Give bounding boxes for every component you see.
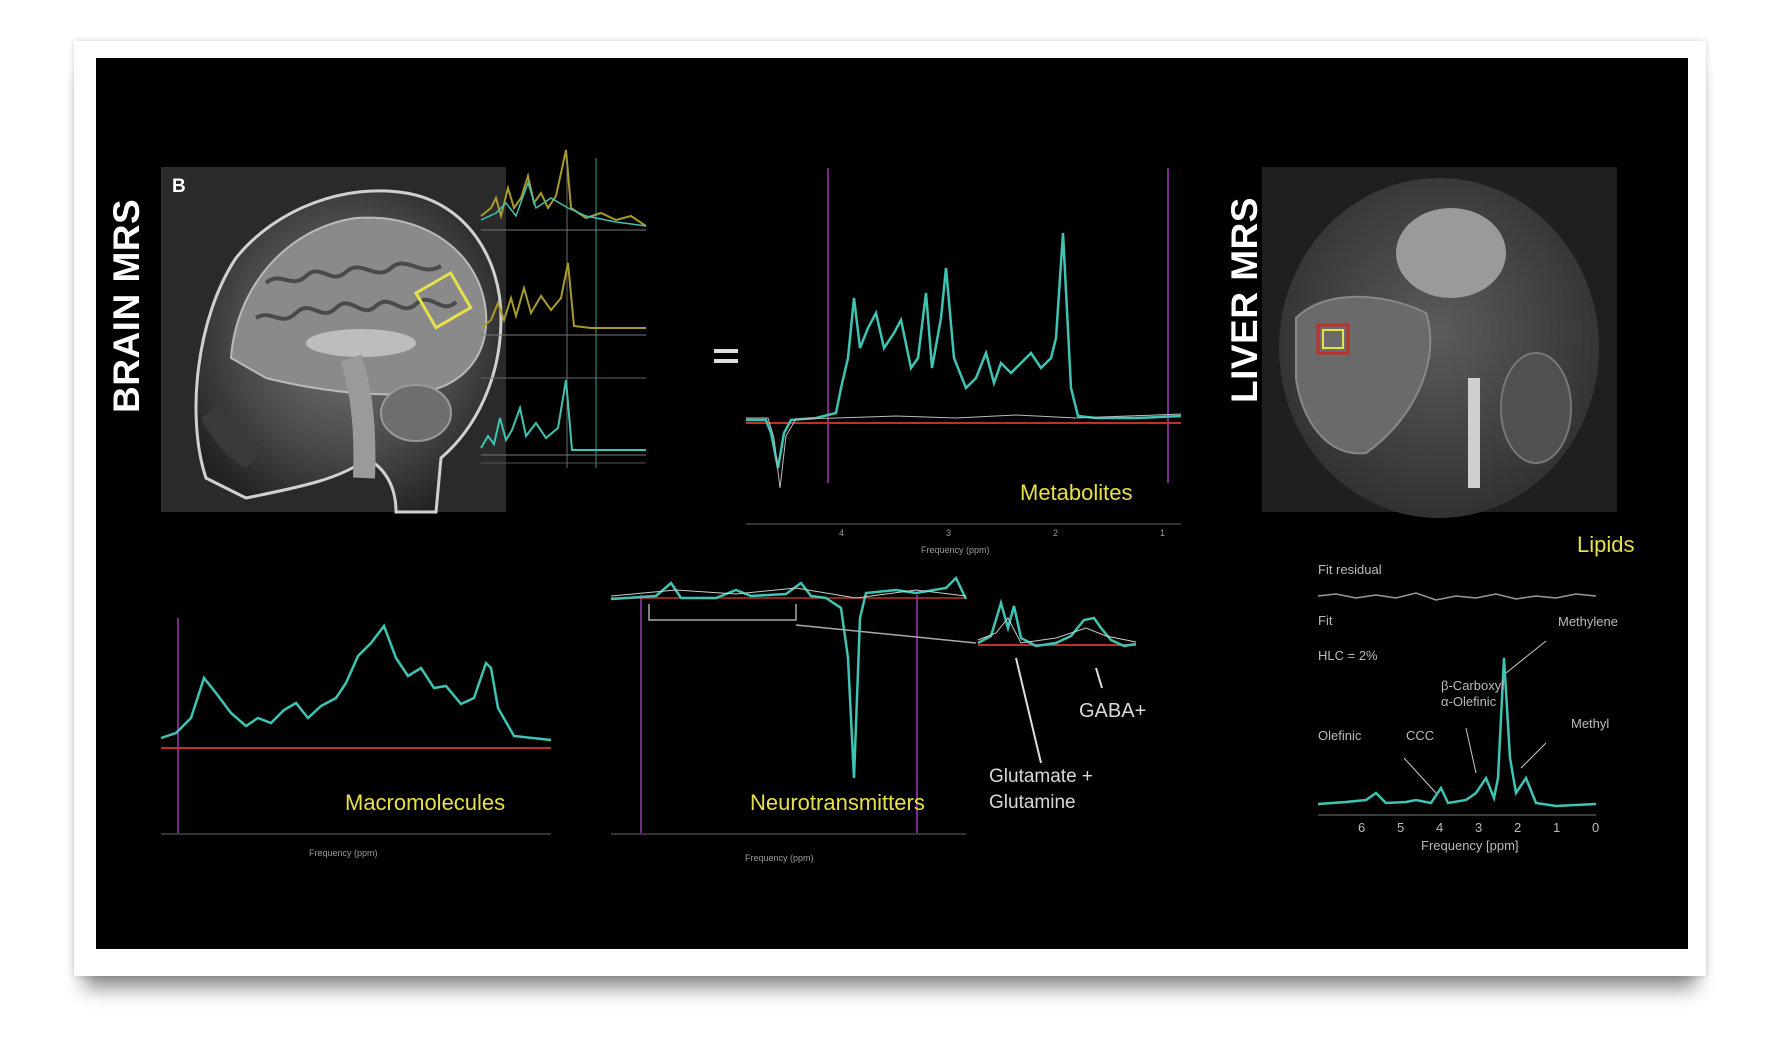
ccc-label: CCC [1406, 728, 1435, 743]
macromolecules-spectrum [160, 618, 552, 835]
beta-carboxyl-label: β-Carboxyl α-Olefinic [1441, 678, 1505, 709]
metabolites-spectrum [746, 168, 1182, 525]
gaba-inset [977, 598, 1137, 764]
methyl-label: Methyl [1571, 716, 1610, 731]
panel-letter: B [172, 176, 186, 197]
liver-tick: 1 [1553, 820, 1561, 835]
fit-residual-label: Fit residual [1318, 562, 1382, 577]
liver-mri-image [1262, 167, 1617, 518]
gaba-label: GABA+ [1079, 700, 1147, 722]
metabolites-xlabel: Frequency (ppm) [921, 545, 990, 555]
macromolecules-label: Macromolecules [345, 790, 506, 815]
liver-spectra [1317, 592, 1597, 816]
lipids-label: Lipids [1577, 532, 1635, 557]
neurotransmitters-xlabel: Frequency (ppm) [745, 853, 814, 863]
macromolecules-xlabel: Frequency (ppm) [309, 848, 378, 858]
brain-mrs-title: BRAIN MRS [106, 198, 147, 413]
liver-tick: 3 [1475, 820, 1483, 835]
olefinic-label: Olefinic [1318, 728, 1362, 743]
liver-mrs-title: LIVER MRS [1224, 197, 1265, 403]
neurotransmitters-label: Neurotransmitters [750, 790, 925, 815]
metabolites-tick: 1 [1160, 528, 1166, 538]
subspectra-stack [480, 149, 647, 468]
liver-tick: 4 [1436, 820, 1444, 835]
neurotransmitters-spectrum [610, 575, 977, 835]
equals-sign [714, 349, 738, 363]
brain-mri-image [161, 167, 506, 514]
liver-tick: 2 [1514, 820, 1522, 835]
metabolites-tick: 2 [1053, 528, 1059, 538]
figure-graphics [160, 149, 1617, 835]
fit-label: Fit [1318, 613, 1333, 628]
metabolites-tick: 4 [839, 528, 845, 538]
liver-tick: 0 [1592, 820, 1600, 835]
hlc-label: HLC = 2% [1318, 648, 1378, 663]
metabolites-label: Metabolites [1020, 480, 1133, 505]
metabolites-tick: 3 [946, 528, 952, 538]
liver-tick: 6 [1358, 820, 1366, 835]
glx-label: Glutamate + Glutamine [989, 766, 1094, 813]
methylene-label: Methylene [1558, 614, 1618, 629]
liver-xlabel: Frequency [ppm] [1421, 838, 1519, 853]
liver-tick: 5 [1397, 820, 1405, 835]
figure-panel: BRAIN MRS LIVER MRS B Metabolites Macrom… [96, 58, 1688, 949]
